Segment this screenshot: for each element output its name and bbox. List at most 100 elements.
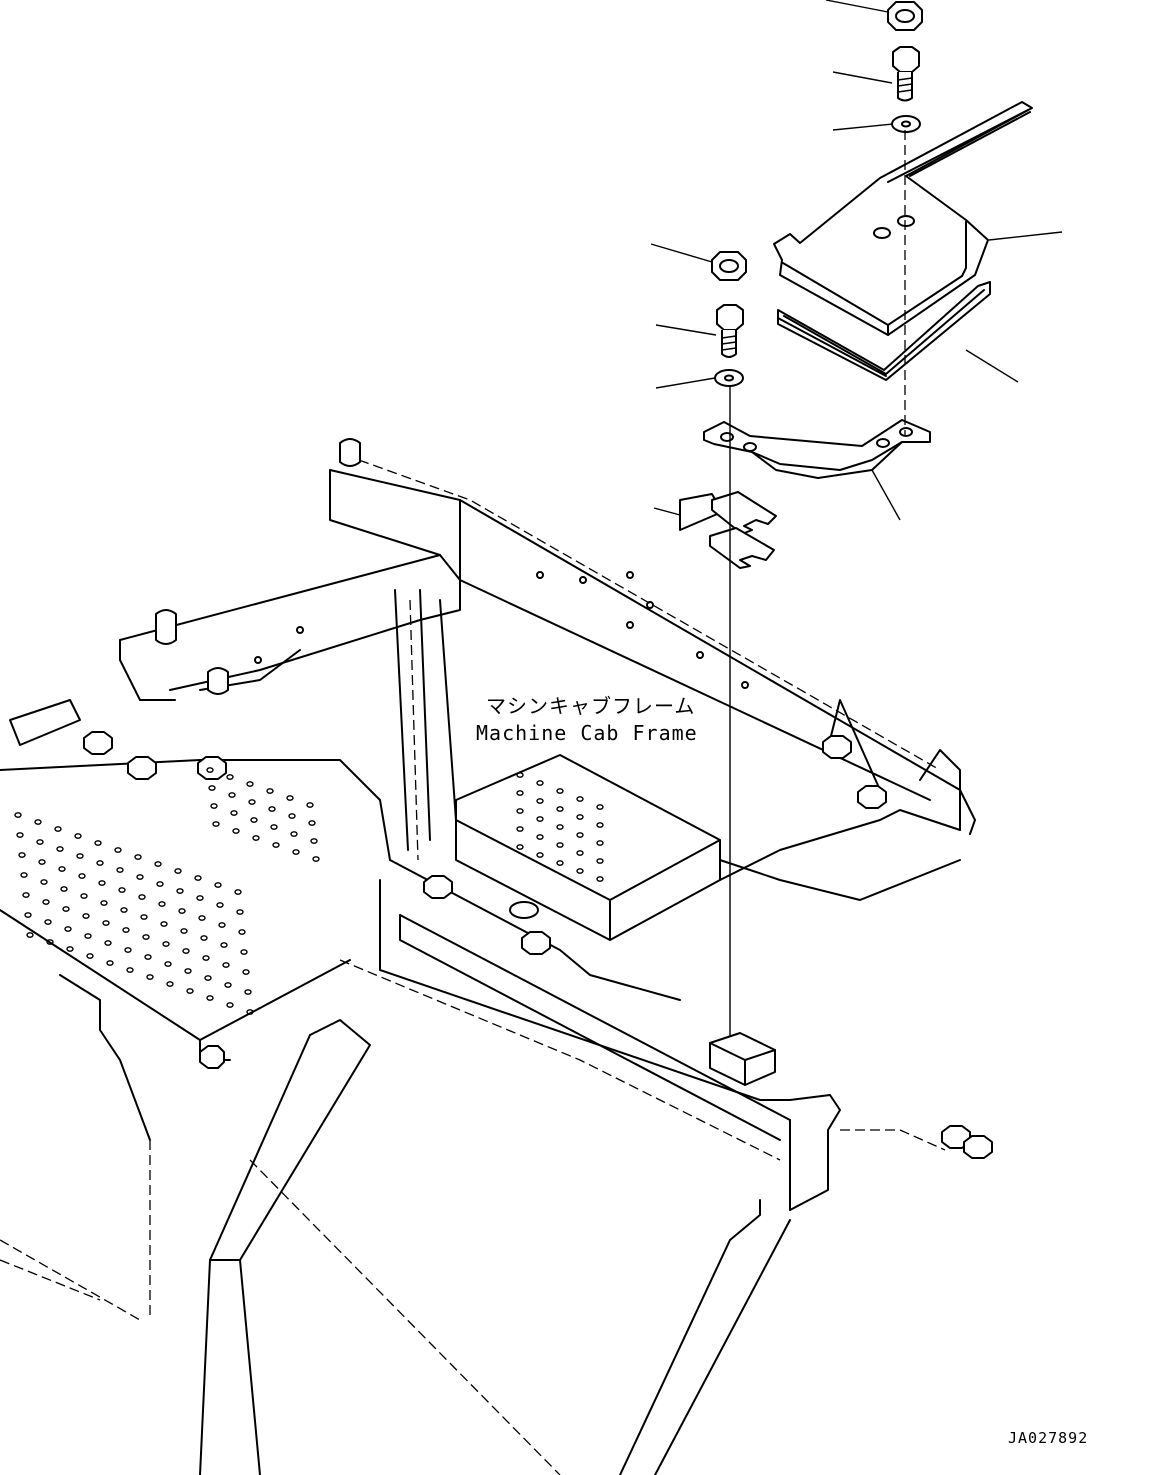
dimple [184,968,192,974]
dimple [174,868,182,874]
dimple [576,850,584,856]
rubber-pad [777,281,991,381]
dimple [106,960,114,966]
dimple [18,852,26,858]
dimple [230,810,238,816]
dimple [596,804,604,810]
floor-plate-dimples [14,767,604,1015]
dimple [310,838,318,844]
dimple [176,888,184,894]
dimple [240,949,248,955]
dimple [154,861,162,867]
shims [679,491,777,569]
dimple [138,894,146,900]
dimple [116,867,124,873]
dimple [54,826,62,832]
washer-middle [714,369,744,387]
dimple [202,955,210,961]
dimple [556,824,564,830]
dimple [156,881,164,887]
dimple [86,953,94,959]
dimple [64,926,72,932]
dimple [516,844,524,850]
dimple [22,892,30,898]
dimple [62,906,70,912]
dimple [100,900,108,906]
dimple [140,914,148,920]
dimple [556,860,564,866]
dimple [20,872,28,878]
dimple [210,803,218,809]
dimple [36,839,44,845]
dimple [166,981,174,987]
dimple [126,967,134,973]
dimple [80,893,88,899]
frame-label-jp: マシンキャブフレーム [486,694,695,718]
dimple [178,908,186,914]
dimple [290,831,298,837]
dimple [242,969,250,975]
dimple [144,954,152,960]
dimple [14,812,22,818]
dimple [38,859,46,865]
dimple [34,819,42,825]
dimple [312,856,320,862]
cover-plate [773,101,1033,336]
dimple [124,947,132,953]
dimple [236,909,244,915]
dimple [206,767,214,773]
dimple [576,868,584,874]
dimple [58,866,66,872]
dimple [536,798,544,804]
dimple [122,927,130,933]
dimple [164,961,172,967]
dimple [272,842,280,848]
dimple [576,796,584,802]
dimple [134,854,142,860]
dimple [82,913,90,919]
flange-nut-top [887,1,923,31]
dimple [104,940,112,946]
dimple [198,915,206,921]
dimple [536,834,544,840]
flange-nut-middle [711,251,747,281]
dimple [56,846,64,852]
dimple [40,879,48,885]
dimple [244,989,252,995]
dimple [270,824,278,830]
figure-code: JA027892 [1008,1429,1088,1447]
dimple [136,874,144,880]
dimple [102,920,110,926]
machine-cab-frame [0,438,976,1475]
dimple [516,790,524,796]
dimple [516,772,524,778]
dimple [186,988,194,994]
dimple [220,942,228,948]
dimple [536,852,544,858]
dimple [118,887,126,893]
dimple [226,774,234,780]
dimple [216,902,224,908]
dimple [246,1009,254,1015]
beam-holes [254,571,749,689]
dimple [248,799,256,805]
dimple [26,932,34,938]
dimple [84,933,92,939]
dimple [24,912,32,918]
dimple [182,948,190,954]
dimple [206,995,214,1001]
dimple [98,880,106,886]
dimple [266,788,274,794]
dimple [576,814,584,820]
dimple [66,946,74,952]
dimple [42,899,50,905]
dimple [556,788,564,794]
dimple [238,929,246,935]
dimple [214,882,222,888]
mounting-bracket [703,419,931,479]
dimple [78,873,86,879]
dimple [224,982,232,988]
dimple [556,806,564,812]
dimple [596,858,604,864]
